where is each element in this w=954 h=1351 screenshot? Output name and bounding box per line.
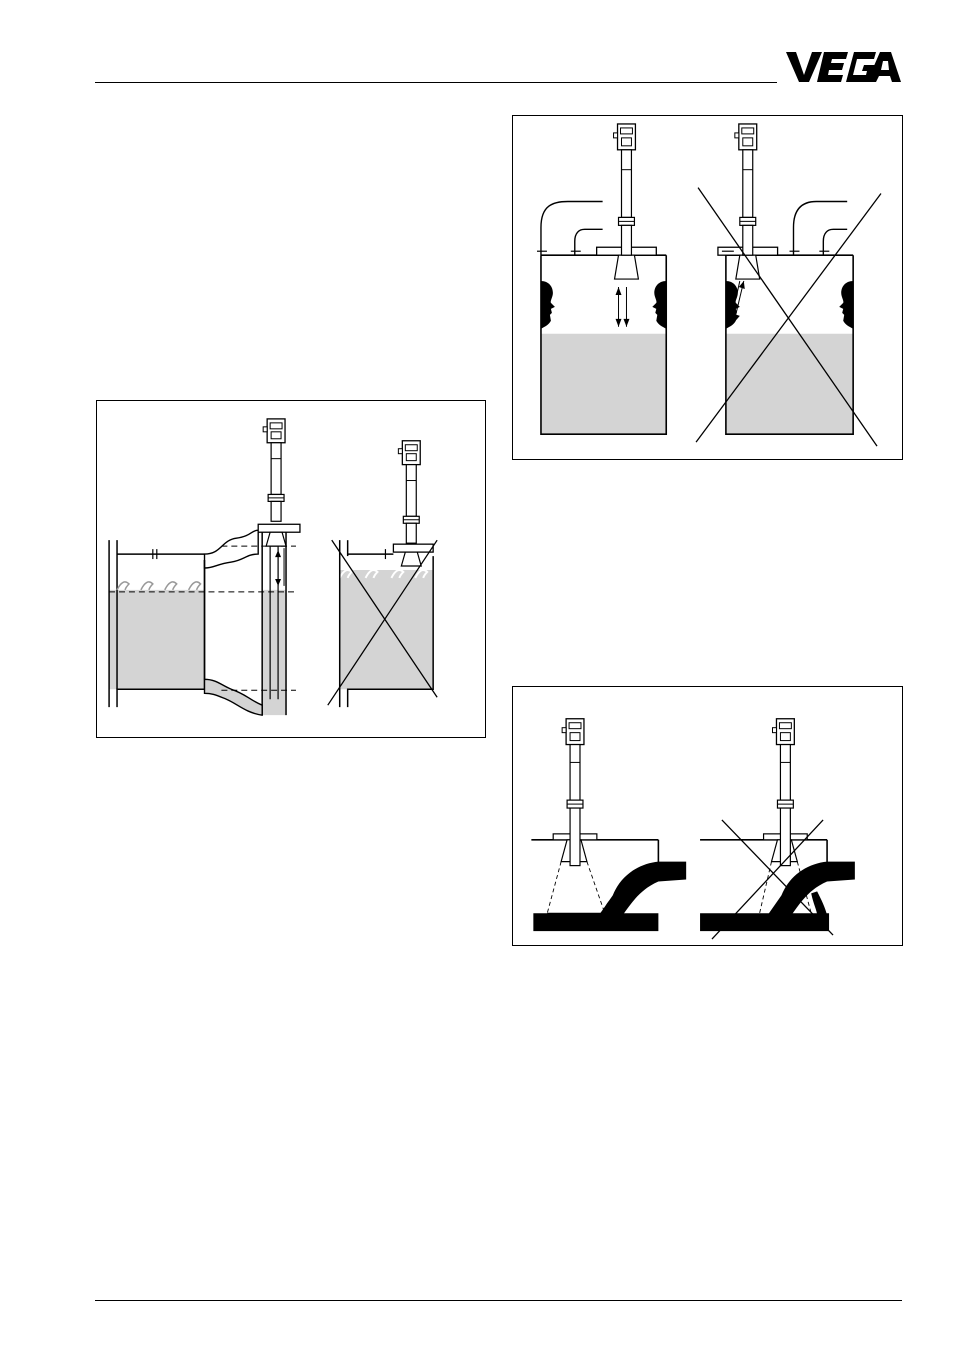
person-silhouette-icon [541,281,555,329]
footer-rule [95,1300,902,1301]
vega-logo [784,48,906,86]
sensor-icon [263,419,285,521]
header-rule [95,82,777,83]
sensor-icon [735,124,757,255]
figure-bypass-tube [96,400,486,738]
figure-inflow-stream [512,686,903,946]
vega-logo-icon [784,48,906,86]
figure-nozzle-orientation [512,115,903,460]
sensor-icon [398,441,420,543]
sensor-icon [614,124,636,255]
